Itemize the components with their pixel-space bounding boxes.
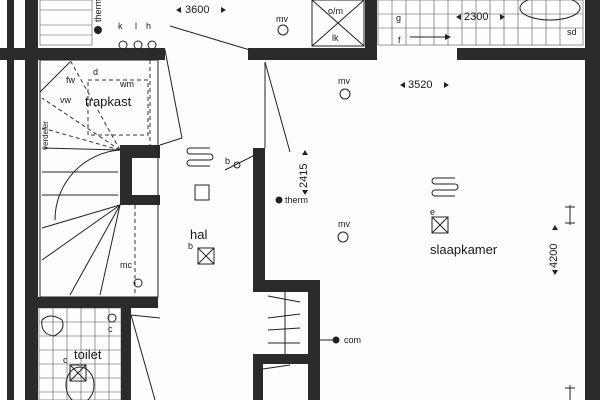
radiator-icon <box>431 177 459 197</box>
label-h: h <box>146 21 152 31</box>
dimension-bedroom-width: 3520 <box>408 79 433 91</box>
room-label-slaapkamer: slaapkamer <box>430 242 498 257</box>
washbasin-icon <box>41 315 64 337</box>
tile-grid-top-left <box>39 0 93 46</box>
toilet-bowl-icon <box>65 366 95 400</box>
dimension-arrows <box>176 7 558 275</box>
label-mv: mv <box>338 76 350 86</box>
switch-icon <box>224 154 256 171</box>
thermostat-icon <box>194 184 210 201</box>
socket-icon <box>565 385 575 400</box>
label-om: o/m <box>328 6 344 16</box>
label-c: c <box>63 355 68 365</box>
staircase <box>39 59 159 298</box>
label-d: d <box>93 67 99 77</box>
label-therm: therm <box>285 195 309 205</box>
label-e: e <box>430 207 436 217</box>
dimension-top-left: 3600 <box>185 4 210 16</box>
mv-vent-icon <box>339 88 351 100</box>
label-mv: mv <box>338 219 350 229</box>
switch-icon <box>107 313 117 323</box>
fixtures <box>41 0 581 400</box>
label-wm: wm <box>120 79 134 89</box>
shower-area <box>311 0 365 47</box>
label-l: l <box>135 21 137 31</box>
label-com: com <box>344 335 362 345</box>
tile-grid-toilet <box>38 307 122 400</box>
com-dot-icon <box>332 336 340 344</box>
label-b: b <box>225 156 231 166</box>
label-b: b <box>188 241 194 251</box>
room-label-hal: hal <box>190 227 208 242</box>
socket-icon <box>565 205 575 225</box>
light-point-icon <box>69 364 87 382</box>
label-c: c <box>108 324 113 334</box>
label-therm-top: therm <box>93 0 103 22</box>
radiator-icon <box>186 147 214 167</box>
light-point-icon <box>197 247 215 265</box>
label-sd: sd <box>567 27 577 37</box>
dimension-bathroom: 2300 <box>464 11 489 23</box>
label-g: g <box>396 13 402 23</box>
room-label-trapkast: trapkast <box>85 94 132 109</box>
mv-vent-icon <box>277 24 289 36</box>
mv-vent-icon <box>337 231 349 243</box>
label-k: k <box>118 21 123 31</box>
doors <box>130 25 451 400</box>
closet-shelves <box>267 292 301 354</box>
dimension-hall-height: 2415 <box>298 163 310 188</box>
label-mc: mc <box>120 260 132 270</box>
label-mv: mv <box>276 14 288 24</box>
label-verdeler: verdeler <box>41 121 50 150</box>
dimension-bedroom-depth: 4200 <box>548 243 560 268</box>
label-f: f <box>398 35 401 45</box>
switch-icon <box>133 278 143 288</box>
label-vw: vw <box>60 95 71 105</box>
light-point-icon <box>431 216 449 234</box>
room-label-toilet: toilet <box>74 347 102 362</box>
therm-dot-icon <box>275 196 283 204</box>
label-lk: lk <box>332 33 339 43</box>
label-fw: fw <box>66 75 75 85</box>
therm-dot-icon <box>94 26 102 34</box>
tile-grid-bathroom <box>377 0 584 46</box>
toilet-top-icon <box>519 0 581 21</box>
